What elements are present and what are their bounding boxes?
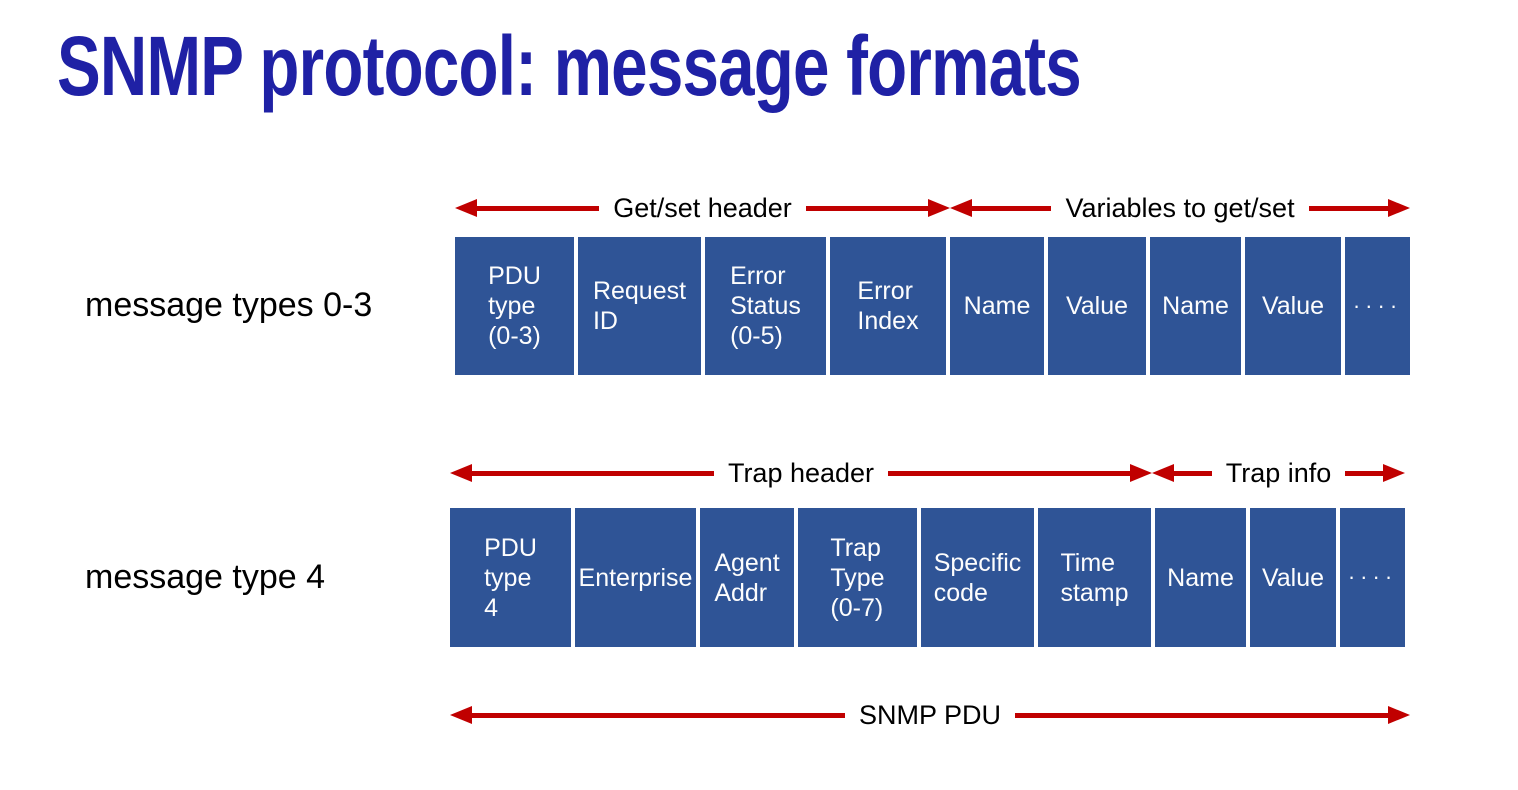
field-cell: PDU type 4 — [450, 508, 571, 647]
arrow-right-icon — [1388, 706, 1410, 724]
arrow-left-icon — [450, 706, 472, 724]
field-cell: Time stamp — [1038, 508, 1151, 647]
arrow-line — [472, 470, 714, 476]
field-label: Error Index — [857, 277, 919, 335]
field-cell: Value — [1048, 237, 1146, 375]
field-label: Agent Addr — [714, 548, 780, 607]
span-label: Trap info — [1225, 458, 1332, 488]
arrow-line — [1015, 712, 1388, 718]
row1-span-arrows: Get/set header Variables to get/set — [455, 192, 1411, 224]
field-cell: Agent Addr — [700, 508, 794, 647]
field-label: Error Status (0-5) — [730, 262, 801, 350]
field-cell: Request ID — [578, 237, 701, 375]
field-label: Request ID — [592, 277, 687, 335]
field-label: PDU type (0-3) — [488, 262, 541, 350]
arrow-left-icon — [450, 464, 472, 482]
field-label: PDU type 4 — [484, 533, 537, 622]
field-label: ···· — [1352, 292, 1403, 318]
arrow-line — [972, 205, 1052, 211]
row2-span-arrows: Trap header Trap info — [450, 457, 1405, 489]
arrow-right-icon — [1383, 464, 1405, 482]
field-cell: Error Index — [830, 237, 946, 375]
field-cell: Value — [1250, 508, 1336, 647]
field-label: Specific code — [933, 548, 1022, 607]
arrow-line — [1308, 205, 1389, 211]
span-variables-to-get-set: Variables to get/set — [950, 192, 1411, 224]
field-label: Trap Type (0-7) — [830, 533, 885, 622]
arrow-left-icon — [950, 199, 972, 217]
arrow-line — [888, 470, 1130, 476]
row1-label: message types 0-3 — [85, 286, 373, 324]
arrow-line — [1174, 470, 1212, 476]
field-label: Name — [1167, 563, 1234, 592]
field-cell: PDU type (0-3) — [455, 237, 574, 375]
arrow-left-icon — [455, 199, 477, 217]
field-label: Value — [1261, 563, 1325, 592]
field-cell: Name — [950, 237, 1044, 375]
arrow-right-icon — [928, 199, 950, 217]
arrow-right-icon — [1388, 199, 1411, 217]
span-label: Variables to get/set — [1065, 193, 1295, 223]
field-label: Time stamp — [1060, 548, 1129, 607]
field-cell: ···· — [1345, 237, 1410, 375]
row2-field-boxes: PDU type 4 Enterprise Agent Addr Trap Type … — [450, 508, 1405, 647]
field-cell: Name — [1155, 508, 1246, 647]
field-cell: Value — [1245, 237, 1341, 375]
field-cell: Name — [1150, 237, 1241, 375]
span-trap-info: Trap info — [1152, 457, 1405, 489]
field-cell: Trap Type (0-7) — [798, 508, 917, 647]
span-snmp-pdu: SNMP PDU — [450, 699, 1410, 731]
arrow-line — [477, 205, 600, 211]
arrow-right-icon — [1130, 464, 1152, 482]
span-label: Get/set header — [613, 193, 792, 223]
field-cell: ···· — [1340, 508, 1405, 647]
field-label: Enterprise — [578, 563, 693, 592]
field-cell: Specific code — [921, 508, 1034, 647]
span-label: Trap header — [727, 458, 875, 488]
arrow-line — [1345, 470, 1383, 476]
span-label: SNMP PDU — [858, 700, 1002, 730]
field-label: Value — [1065, 292, 1129, 320]
span-get-set-header: Get/set header — [455, 192, 950, 224]
field-label: Value — [1261, 292, 1325, 320]
field-label: Name — [963, 292, 1031, 320]
field-cell: Error Status (0-5) — [705, 237, 826, 375]
field-label: ···· — [1347, 564, 1398, 590]
row2-label: message type 4 — [85, 558, 326, 596]
arrow-line — [805, 205, 928, 211]
snmp-pdu-span-arrow: SNMP PDU — [450, 699, 1410, 731]
page-title: SNMP protocol: message formats — [57, 19, 1082, 113]
span-trap-header: Trap header — [450, 457, 1152, 489]
row1-field-boxes: PDU type (0-3) Request ID Error Status (0-… — [455, 237, 1410, 375]
arrow-left-icon — [1152, 464, 1174, 482]
field-label: Name — [1162, 292, 1229, 320]
arrow-line — [472, 712, 845, 718]
field-cell: Enterprise — [575, 508, 696, 647]
